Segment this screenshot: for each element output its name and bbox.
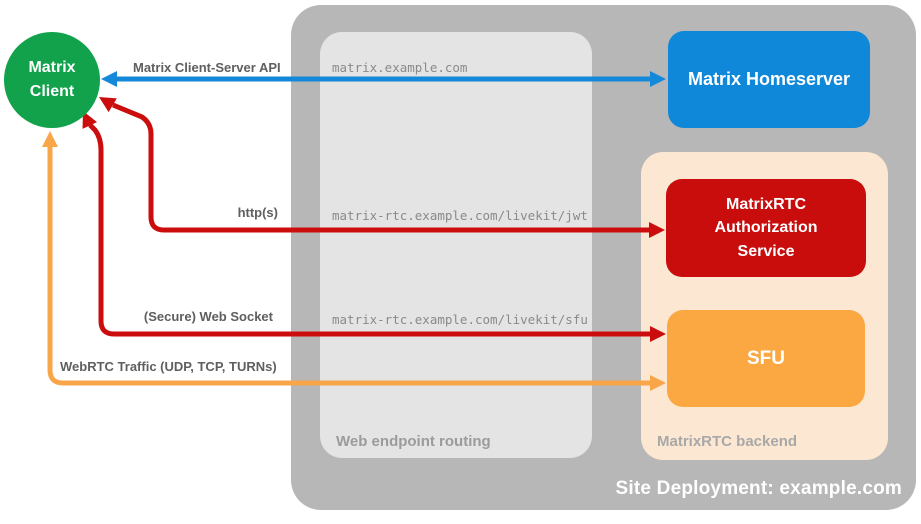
endpoint-matrix-domain: matrix.example.com [332, 60, 468, 75]
matrixrtc-authorization-service-node: MatrixRTC Authorization Service [666, 179, 866, 277]
matrixrtc-backend-label: MatrixRTC backend [657, 433, 798, 450]
auth-service-label-line2: Authorization [714, 219, 818, 237]
client-server-api-arrow-label: Matrix Client-Server API [133, 60, 281, 75]
auth-service-label-line1: MatrixRTC [725, 196, 806, 214]
endpoint-livekit-sfu: matrix-rtc.example.com/livekit/sfu [332, 312, 588, 327]
matrix-homeserver-label: Matrix Homeserver [687, 69, 851, 89]
websocket-arrow-label: (Secure) Web Socket [143, 309, 273, 324]
endpoint-livekit-jwt: matrix-rtc.example.com/livekit/jwt [332, 208, 588, 223]
matrix-client-label-line2: Client [29, 83, 75, 100]
arrowhead-client-icon [42, 131, 58, 147]
arrowhead-left-icon [101, 71, 117, 87]
webrtc-arrow-label: WebRTC Traffic (UDP, TCP, TURNs) [60, 359, 277, 374]
web-endpoint-routing-box: Web endpoint routing [320, 32, 592, 458]
auth-service-label-line3: Service [737, 242, 795, 260]
site-deployment-label: Site Deployment: example.com [615, 478, 902, 499]
sfu-node: SFU [667, 310, 865, 407]
sfu-label: SFU [747, 347, 785, 369]
http-arrow-label: http(s) [237, 205, 278, 220]
matrix-client-node: Matrix Client [4, 32, 100, 128]
web-endpoint-routing-label: Web endpoint routing [336, 433, 491, 450]
matrix-homeserver-node: Matrix Homeserver [668, 31, 870, 128]
arrowhead-client-icon [99, 97, 117, 113]
matrix-client-label-line1: Matrix [28, 59, 76, 76]
